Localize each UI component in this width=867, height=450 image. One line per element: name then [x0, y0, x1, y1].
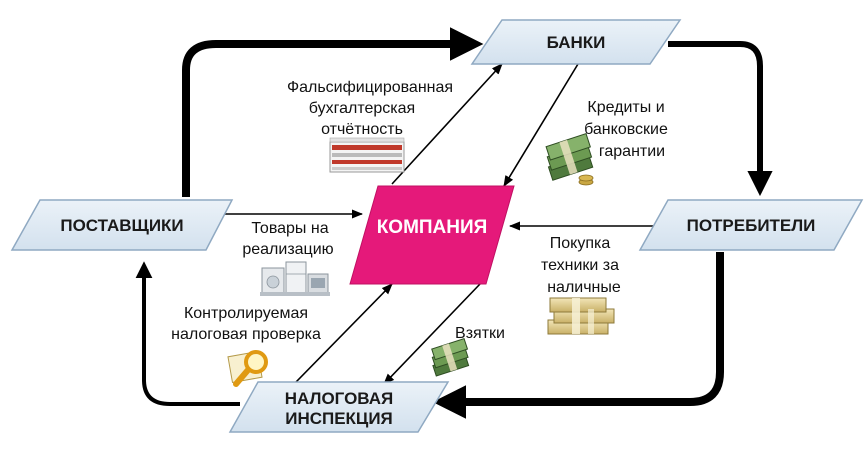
node-tax-label-line2: ИНСПЕКЦИЯ — [285, 409, 393, 428]
appliances-icon — [260, 261, 330, 296]
arrow-company-to-tax — [383, 283, 481, 385]
node-consumers-label: ПОТРЕБИТЕЛИ — [687, 216, 816, 235]
money-stack-icon-bribes — [431, 337, 470, 377]
node-tax-inspection: НАЛОГОВАЯ ИНСПЕКЦИЯ — [228, 381, 450, 433]
label-audit-line1: Контролируемая — [184, 305, 308, 322]
label-falsified-line2: бухгалтерская — [309, 100, 415, 117]
arrow-tax-to-company — [295, 283, 393, 383]
arrow-banks-to-company — [503, 63, 579, 187]
label-purchase-line2: техники за — [541, 257, 619, 274]
outer-cycle — [135, 27, 773, 419]
label-falsified-line1: Фальсифицированная — [287, 79, 453, 96]
node-company: КОМПАНИЯ — [349, 185, 515, 285]
financial-report-icon — [329, 137, 405, 173]
magnifier-icon — [227, 350, 268, 387]
label-goods: Товары на реализацию — [242, 220, 333, 258]
node-tax-label-line1: НАЛОГОВАЯ — [285, 389, 393, 408]
label-audit: Контролируемая налоговая проверка — [171, 305, 321, 343]
arrow-tax-to-suppliers — [135, 261, 240, 406]
money-stack-icon — [545, 133, 594, 186]
label-goods-line1: Товары на — [251, 220, 328, 237]
label-bribes-line1: Взятки — [455, 325, 505, 342]
label-falsified-reports: Фальсифицированная бухгалтерская отчётно… — [287, 79, 453, 138]
label-credits-line2: банковские — [584, 121, 668, 138]
arrow-suppliers-to-banks — [182, 27, 484, 197]
label-credits: Кредиты и банковские гарантии — [584, 99, 668, 160]
node-banks: БАНКИ — [470, 19, 682, 65]
label-purchase-line1: Покупка — [550, 235, 611, 252]
label-credits-line1: Кредиты и — [587, 99, 664, 116]
label-goods-line2: реализацию — [242, 241, 333, 258]
node-suppliers: ПОСТАВЩИКИ — [10, 199, 234, 251]
node-banks-label: БАНКИ — [547, 33, 606, 52]
label-purchase-line3: наличные — [547, 279, 621, 296]
node-suppliers-label: ПОСТАВЩИКИ — [60, 216, 183, 235]
label-falsified-line3: отчётность — [321, 121, 403, 138]
arrow-banks-to-consumers — [668, 41, 773, 197]
label-audit-line2: налоговая проверка — [171, 326, 321, 343]
label-purchase: Покупка техники за наличные — [541, 235, 621, 296]
arrow-company-to-banks — [391, 63, 503, 185]
node-consumers: ПОТРЕБИТЕЛИ — [638, 199, 864, 251]
label-bribes: Взятки — [455, 325, 505, 342]
node-company-label: КОМПАНИЯ — [377, 217, 488, 238]
arrow-consumers-to-tax — [432, 252, 724, 419]
cash-bundle-icon — [547, 297, 615, 335]
company-flows — [216, 63, 664, 385]
label-credits-line3: гарантии — [599, 143, 665, 160]
